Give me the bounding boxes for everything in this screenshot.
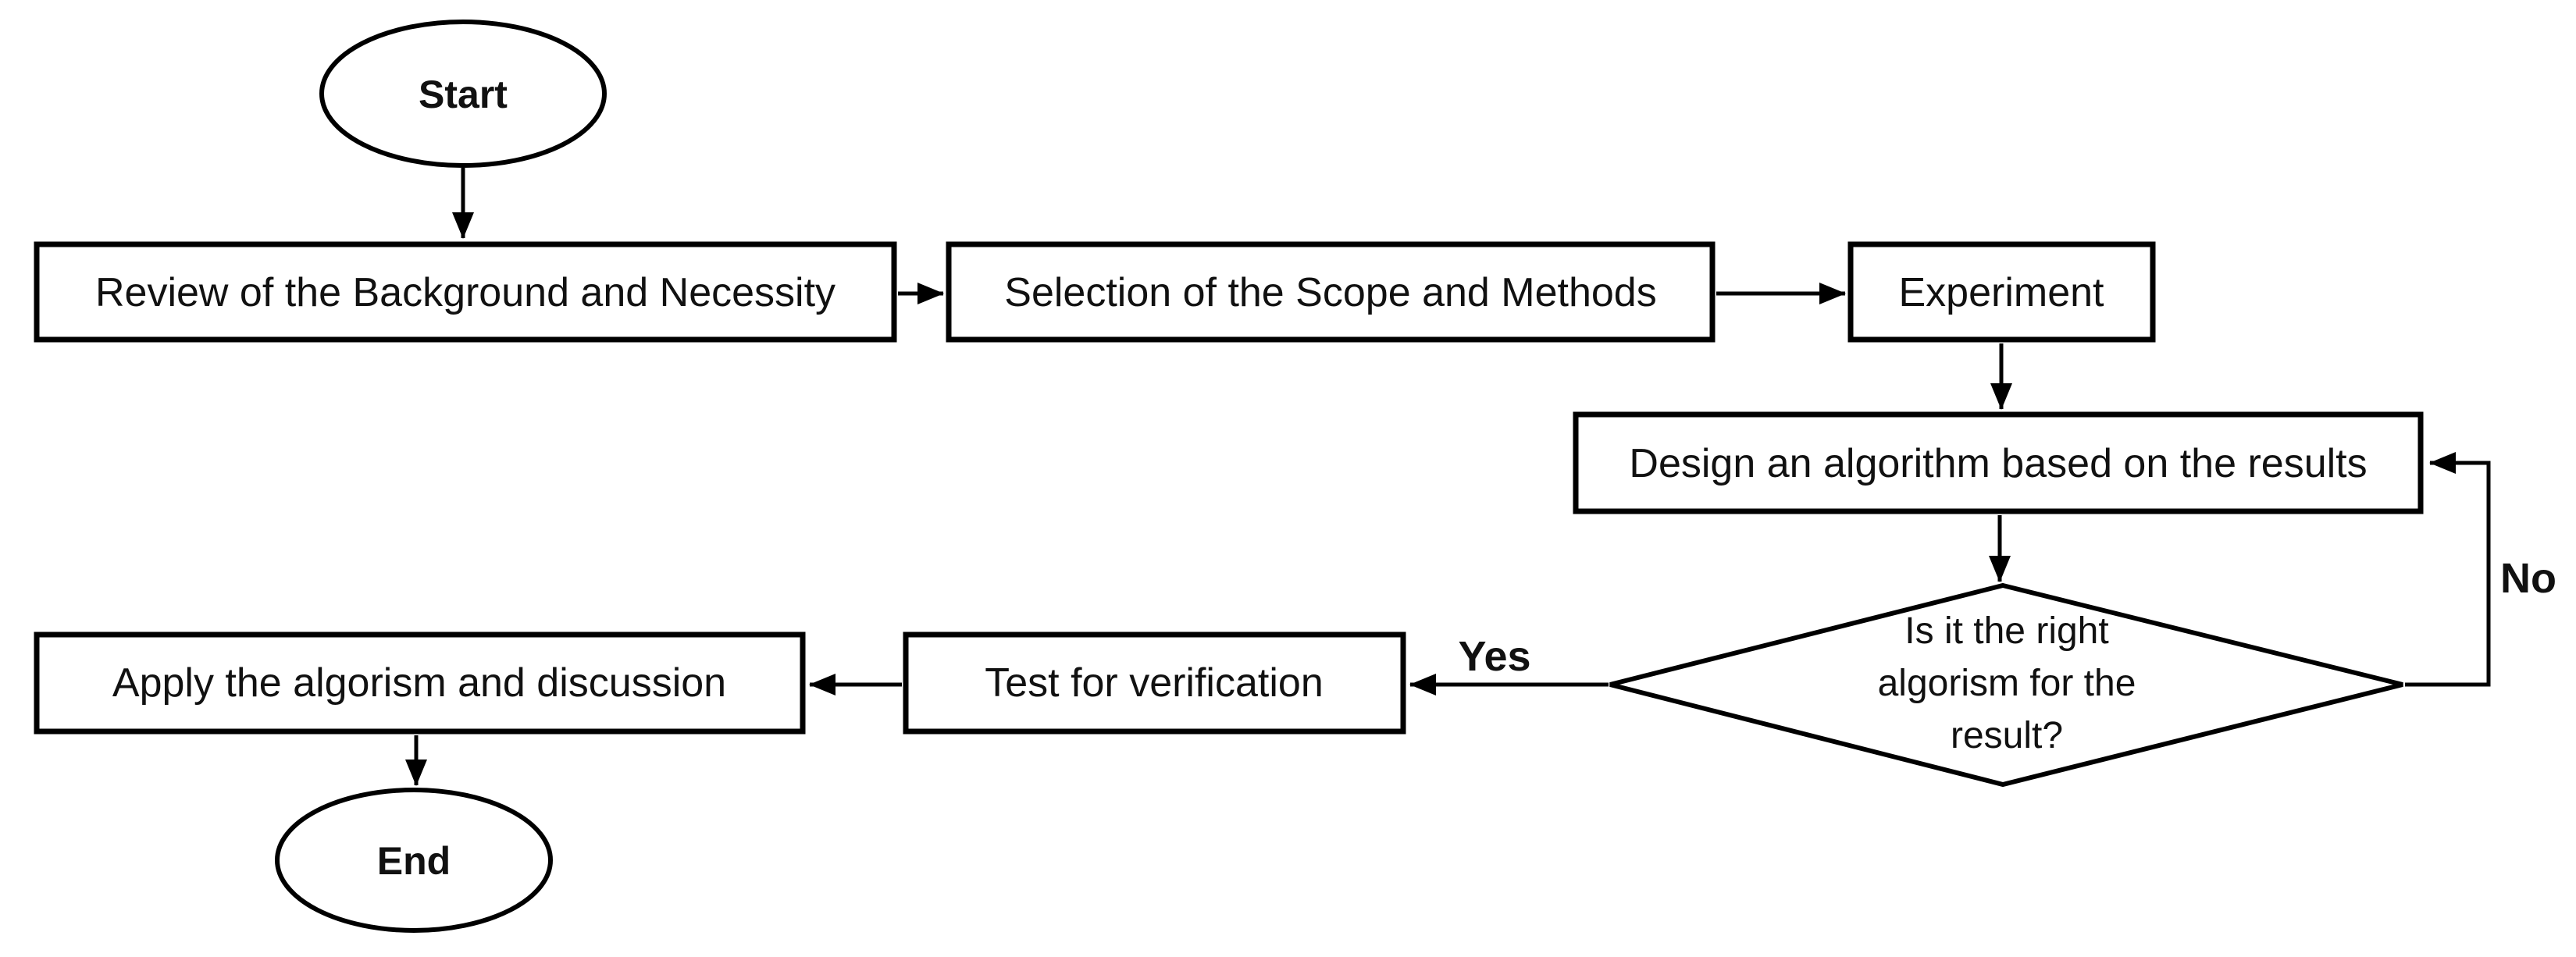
edge-label-yes: Yes (1458, 633, 1530, 680)
review-label: Review of the Background and Necessity (95, 270, 836, 315)
test-process-shape (903, 631, 1406, 735)
experiment-label: Experiment (1899, 270, 2105, 315)
decision-diamond-shape (1609, 582, 2403, 788)
test-label: Test for verification (985, 660, 1324, 706)
start-terminator-shape (319, 20, 607, 168)
decision-label-line-1: Is it the right (1904, 610, 2108, 652)
decision-label-line-3: result? (1951, 715, 2063, 756)
selection-process-shape (946, 241, 1716, 343)
node-apply: Apply the algorism and discussion (34, 631, 806, 735)
node-test: Test for verification (903, 631, 1406, 735)
decision-label-line-2: algorism for the (1878, 663, 2136, 704)
design-process-shape (1573, 411, 2424, 514)
apply-process-shape (34, 631, 806, 735)
start-label: Start (419, 73, 508, 116)
node-end: End (275, 788, 553, 933)
apply-label: Apply the algorism and discussion (112, 660, 726, 706)
node-design: Design an algorithm based on the results (1573, 411, 2424, 514)
node-start: Start (319, 20, 607, 168)
review-process-shape (34, 241, 897, 343)
node-decision: Is it the right algorism for the result? (1609, 582, 2403, 788)
end-label: End (377, 839, 451, 883)
experiment-process-shape (1847, 241, 2156, 343)
node-review: Review of the Background and Necessity (34, 241, 897, 343)
arrow-decision-to-design-no-loop (2405, 452, 2491, 687)
end-terminator-shape (275, 788, 553, 933)
selection-label: Selection of the Scope and Methods (1004, 270, 1656, 315)
node-experiment: Experiment (1847, 241, 2156, 343)
design-label: Design an algorithm based on the results (1629, 441, 2367, 486)
node-selection: Selection of the Scope and Methods (946, 241, 1716, 343)
edge-label-no: No (2500, 555, 2556, 602)
